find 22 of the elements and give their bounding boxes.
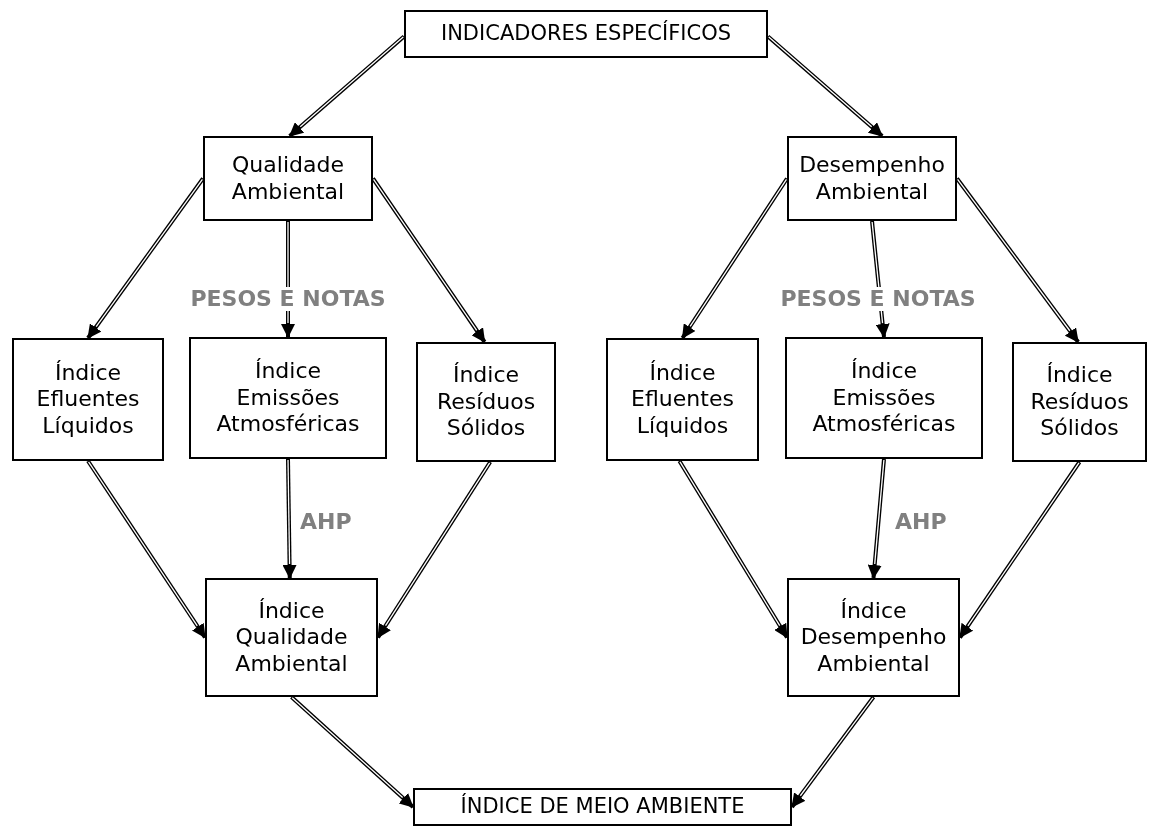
edge-label: AHP bbox=[895, 510, 947, 535]
process-box: INDICADORES ESPECÍFICOS bbox=[404, 10, 768, 58]
process-box: Índice Qualidade Ambiental bbox=[205, 578, 378, 697]
arrow bbox=[290, 695, 415, 809]
arrow bbox=[677, 459, 789, 639]
process-box: Índice Emissões Atmosféricas bbox=[785, 337, 983, 459]
arrow bbox=[86, 459, 207, 639]
arrow bbox=[282, 458, 297, 579]
process-box: Qualidade Ambiental bbox=[203, 136, 373, 221]
process-box: Desempenho Ambiental bbox=[787, 136, 957, 221]
process-box: ÍNDICE DE MEIO AMBIENTE bbox=[413, 788, 792, 826]
process-box: Índice Resíduos Sólidos bbox=[416, 342, 556, 462]
process-box: Índice Efluentes Líquidos bbox=[12, 338, 164, 461]
edge-label: AHP bbox=[300, 510, 352, 535]
arrow bbox=[680, 177, 789, 340]
arrow bbox=[86, 177, 205, 340]
process-box: Índice Emissões Atmosféricas bbox=[189, 337, 387, 459]
process-box: Índice Desempenho Ambiental bbox=[787, 578, 960, 697]
process-box: Índice Efluentes Líquidos bbox=[606, 338, 759, 461]
process-box: Índice Resíduos Sólidos bbox=[1012, 342, 1147, 462]
arrow bbox=[288, 34, 406, 138]
arrow bbox=[867, 458, 886, 579]
